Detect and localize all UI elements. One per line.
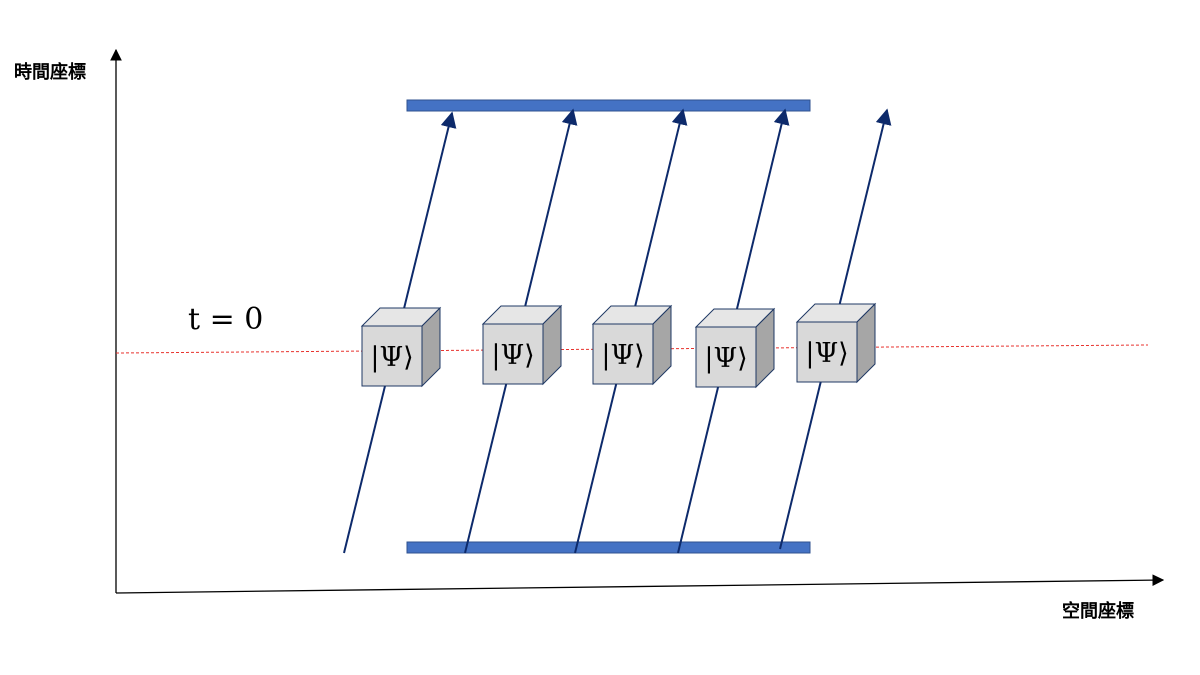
cube-4-label: |Ψ⟩ (704, 343, 747, 374)
x-axis (115, 574, 1165, 594)
top-plate (406, 99, 811, 112)
cube-4: |Ψ⟩ (694, 307, 776, 389)
cube-1: |Ψ⟩ (360, 306, 442, 388)
t0-label: t = 0 (188, 302, 263, 337)
cube-5-label: |Ψ⟩ (805, 338, 848, 369)
cube-2: |Ψ⟩ (481, 304, 563, 386)
bottom-plate (406, 541, 811, 554)
cube-5: |Ψ⟩ (795, 302, 877, 384)
cube-2-label: |Ψ⟩ (491, 340, 534, 371)
cube-1-label: |Ψ⟩ (370, 342, 413, 373)
y-axis-label: 時間座標 (14, 61, 86, 83)
cube-3: |Ψ⟩ (591, 304, 673, 386)
cube-3-label: |Ψ⟩ (601, 340, 644, 371)
x-axis-label: 空間座標 (1062, 600, 1134, 622)
